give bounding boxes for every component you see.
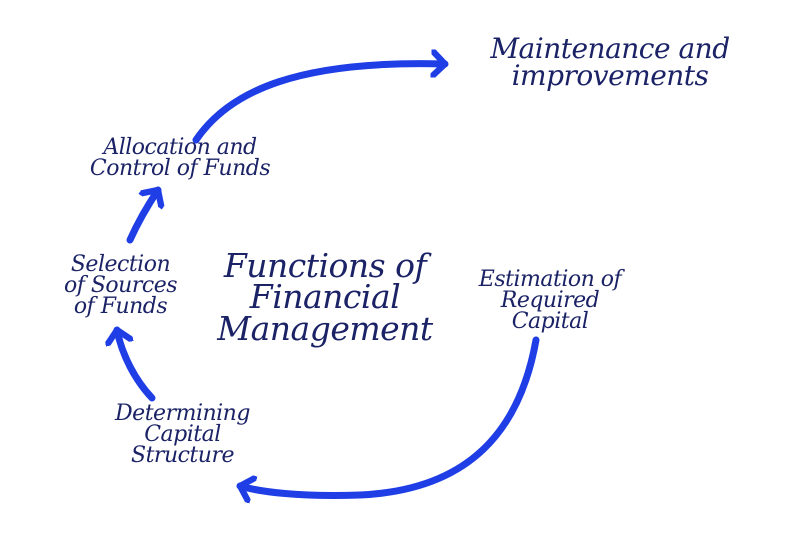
title-line: Functions of xyxy=(223,246,427,285)
step-determining: Determining Capital Structure xyxy=(90,401,275,468)
step-line: Capital xyxy=(511,308,589,334)
step-line: Maintenance and xyxy=(490,32,730,65)
step-line: of Sources xyxy=(63,272,178,298)
step-line: Allocation and xyxy=(103,135,257,160)
center-title: Functions of Financial Management xyxy=(195,246,455,348)
step-line: Required xyxy=(500,287,600,313)
step-estimation: Estimation of Required Capital xyxy=(455,267,645,334)
arrow-determining-to-selection xyxy=(117,326,156,402)
arrow-allocation-to-maintenance xyxy=(192,64,449,144)
step-line: Determining xyxy=(115,401,250,426)
step-line: Estimation of xyxy=(478,267,622,292)
step-selection: Selection of Sources of Funds xyxy=(48,252,193,319)
step-line: improvements xyxy=(511,58,709,92)
step-line: Selection xyxy=(70,252,171,277)
step-line: Control of Funds xyxy=(89,155,271,181)
step-allocation: Allocation and Control of Funds xyxy=(60,135,300,181)
title-line: Financial xyxy=(249,277,401,317)
step-line: of Funds xyxy=(73,293,168,319)
step-line: Structure xyxy=(131,442,234,468)
step-line: Capital xyxy=(144,421,221,447)
step-maintenance: Maintenance and improvements xyxy=(450,32,770,92)
arrow-selection-to-allocation xyxy=(126,186,158,244)
title-line: Management xyxy=(217,308,433,348)
arrow-estimation-to-determining xyxy=(236,336,540,495)
